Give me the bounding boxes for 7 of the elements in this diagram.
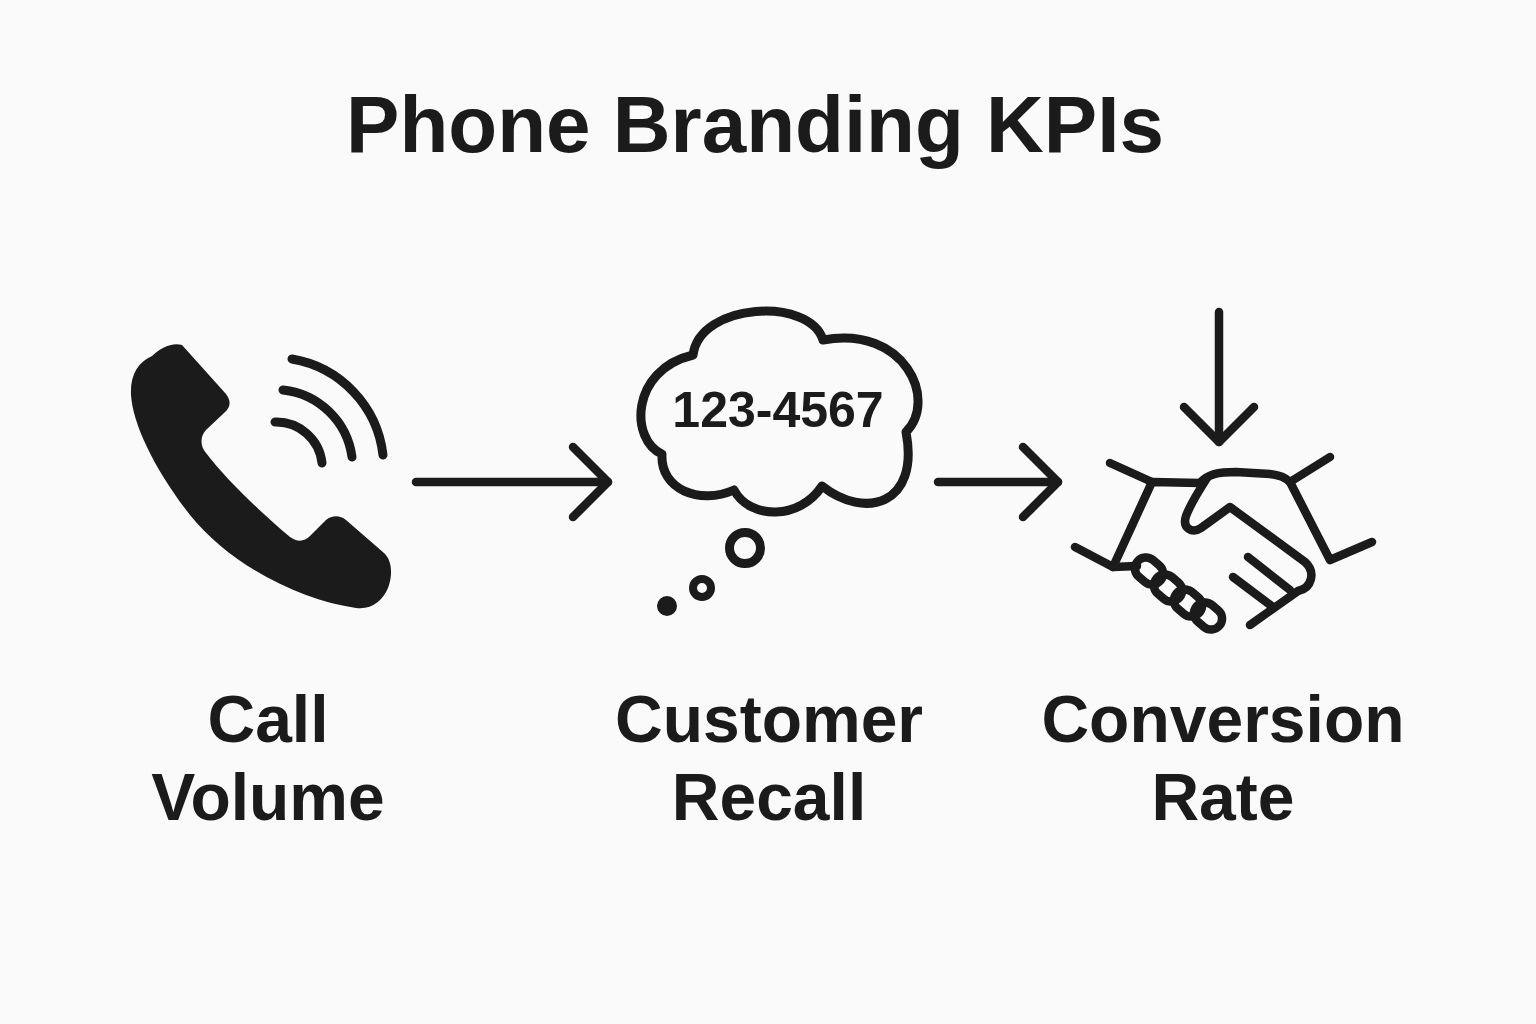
arrow [411,442,613,522]
arrow [933,442,1063,522]
arrow [1179,307,1259,447]
kpi-label: Customer Recall [614,681,924,836]
kpi-label: Call Volume [151,681,385,836]
phone-number: 123-4567 [672,382,884,438]
kpi-label: Conversion Rate [1041,681,1405,836]
